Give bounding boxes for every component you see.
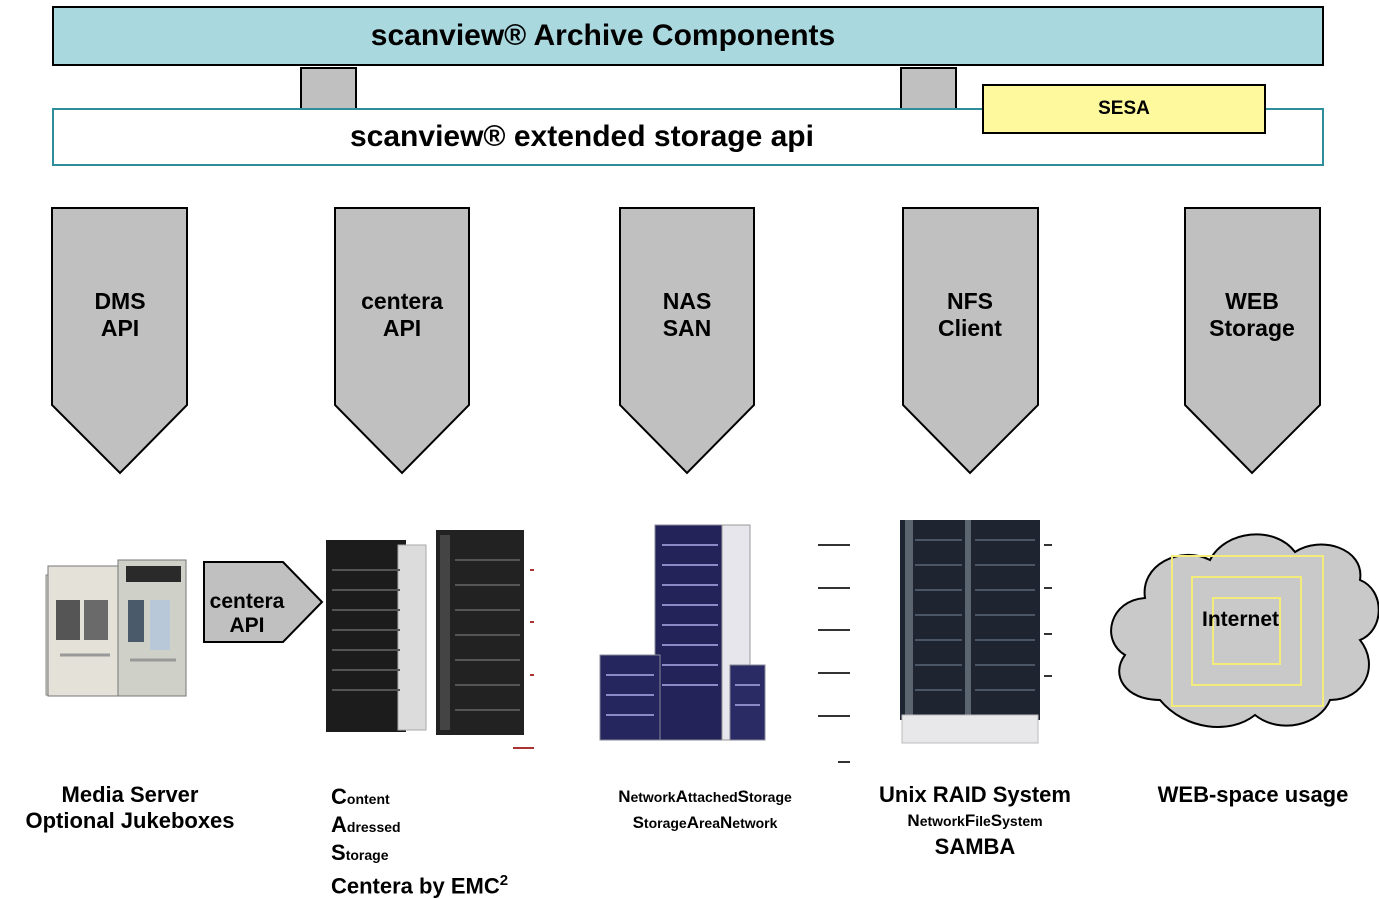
arrow-nfs-client — [902, 207, 1039, 475]
arrow-label-nas: NAS SAN — [617, 288, 757, 342]
sesa-label: SESA — [1098, 98, 1150, 119]
arrow-label-line: WEB — [1225, 288, 1279, 314]
caption-line: NetworkFileSystem — [907, 811, 1043, 830]
arrow-label-line: API — [100, 315, 140, 341]
arrow-label-line: NFS — [947, 288, 993, 314]
unix-raid-server-icon — [900, 520, 1052, 744]
api-bar-label: scanview® extended storage api — [350, 120, 814, 153]
small-arrow-label: centera API — [197, 590, 297, 638]
internet-label: Internet — [1202, 608, 1280, 631]
small-right-arrow — [203, 561, 324, 643]
caption-unix-raid: Unix RAID System NetworkFileSystem SAMBA — [860, 782, 1090, 860]
arrow-dms-api — [51, 207, 188, 475]
caption-centera: Content Adressed Storage Centera by EMC2 — [331, 784, 508, 899]
big-arrows — [51, 207, 1321, 475]
internet-cloud-icon — [1110, 533, 1379, 728]
arrow-centera-api — [334, 207, 470, 475]
small-arrow-line: API — [229, 614, 265, 637]
arrow-label-web: WEB Storage — [1182, 288, 1322, 342]
caption-line: Optional Jukeboxes — [25, 808, 235, 833]
arrow-web-storage — [1184, 207, 1321, 475]
caption-line: Centera by EMC2 — [331, 872, 509, 899]
caption-line: WEB-space usage — [1157, 782, 1349, 807]
caption-line: Storage — [331, 840, 389, 865]
caption-line: SAMBA — [934, 834, 1016, 859]
arrow-label-line: Client — [938, 315, 1002, 341]
arrow-label-line: API — [382, 315, 422, 341]
arrow-label-line: DMS — [94, 288, 146, 314]
caption-line: StorageAreaNetwork — [632, 813, 778, 832]
caption-web-space: WEB-space usage — [1138, 782, 1368, 808]
media-server-jukebox-icon — [45, 559, 187, 697]
caption-line: Adressed — [331, 812, 401, 837]
caption-line: Media Server — [61, 782, 199, 807]
caption-line: Content — [331, 784, 390, 809]
arrow-label-dms: DMS API — [50, 288, 190, 342]
caption-nas-san: NetworkAttachedStorage StorageAreaNetwor… — [575, 784, 835, 836]
small-arrow-line: centera — [209, 590, 285, 613]
caption-line: Unix RAID System — [879, 782, 1071, 807]
archive-components-banner: scanview® Archive Components — [52, 6, 1324, 66]
caption-media-server: Media Server Optional Jukeboxes — [25, 782, 235, 834]
arrow-label-line: SAN — [662, 315, 712, 341]
arrow-label-centera: centera API — [332, 288, 472, 342]
nas-san-storage-icon — [599, 524, 850, 763]
arrow-label-line: NAS — [662, 288, 712, 314]
sesa-box: SESA — [982, 84, 1266, 134]
arrow-label-line: Storage — [1209, 315, 1295, 341]
arrow-label-line: centera — [361, 288, 443, 314]
arrow-label-nfs: NFS Client — [900, 288, 1040, 342]
centera-rack-icon — [326, 530, 534, 749]
arrow-nas-san — [619, 207, 755, 475]
caption-line: NetworkAttachedStorage — [618, 787, 792, 806]
banner-title: scanview® Archive Components — [370, 19, 836, 52]
